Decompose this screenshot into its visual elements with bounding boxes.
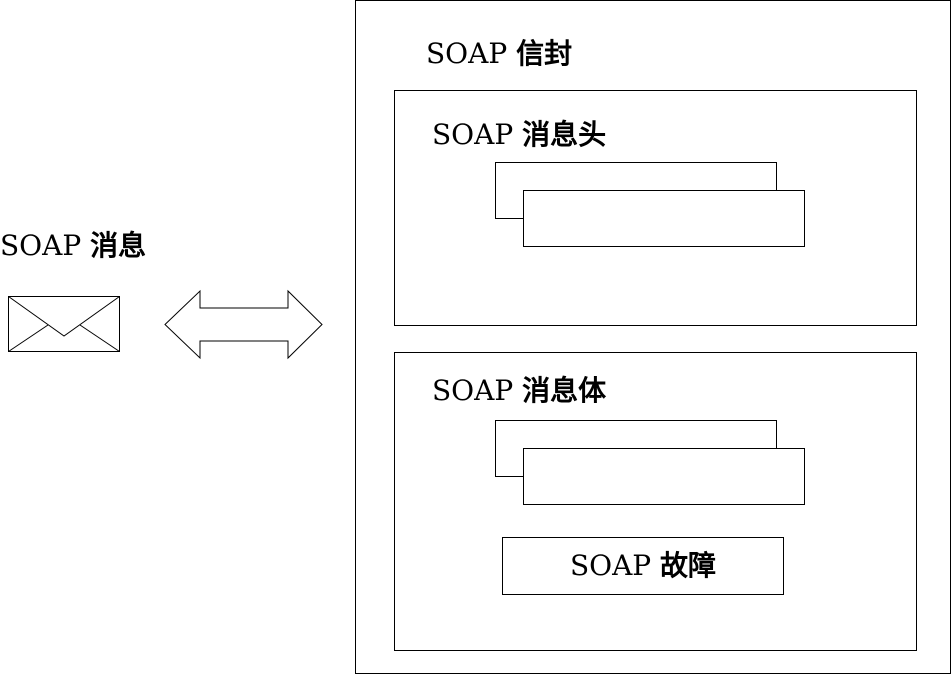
soap-body-label-en: SOAP <box>432 374 514 407</box>
soap-body-label: SOAP 消息体 <box>432 377 606 405</box>
envelope-icon <box>8 296 120 352</box>
soap-fault-box <box>502 537 784 595</box>
soap-header-label-en: SOAP <box>432 118 514 151</box>
soap-message-label-zh: 消息 <box>90 229 147 262</box>
soap-envelope-label-zh: 信封 <box>516 37 573 70</box>
soap-message-label-en: SOAP <box>0 229 82 262</box>
soap-body-label-zh: 消息体 <box>522 374 607 407</box>
soap-envelope-label-en: SOAP <box>426 37 508 70</box>
body-block-front <box>523 448 805 505</box>
soap-message-label: SOAP 消息 <box>0 232 146 260</box>
double-arrow-icon <box>164 289 323 360</box>
soap-header-label-zh: 消息头 <box>522 118 607 151</box>
soap-header-label: SOAP 消息头 <box>432 121 606 149</box>
soap-fault-label-en: SOAP <box>569 549 652 582</box>
header-block-front <box>523 190 805 247</box>
soap-fault-label: SOAP 故障 <box>502 552 784 580</box>
soap-envelope-label: SOAP 信封 <box>426 40 572 68</box>
soap-fault-label-zh: 故障 <box>660 549 717 582</box>
